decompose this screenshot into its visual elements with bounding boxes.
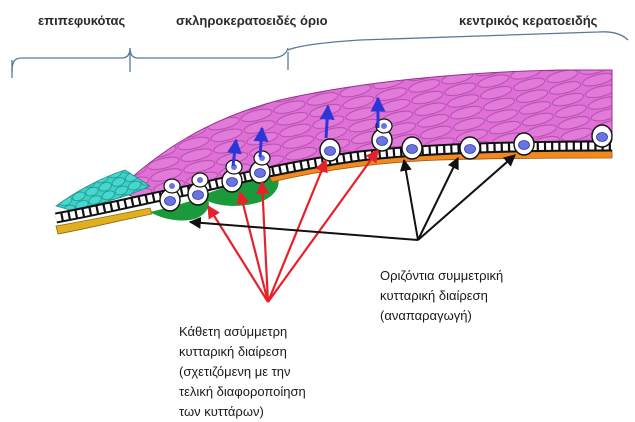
- daughter-nucleus: [381, 123, 387, 129]
- cell-nucleus: [377, 137, 388, 146]
- stem-cell: [460, 137, 480, 159]
- cell-nucleus: [465, 145, 476, 154]
- cell-nucleus: [407, 145, 418, 154]
- caption-line: Κάθετη ασύμμετρη: [179, 322, 306, 342]
- caption-line: τελική διαφοροποίηση: [179, 382, 306, 402]
- cell-nucleus: [165, 197, 176, 206]
- cell-nucleus: [325, 147, 336, 156]
- black-arrow: [404, 160, 418, 240]
- caption-line: κυτταρική διαίρεση: [179, 342, 306, 362]
- cell-nucleus: [597, 133, 608, 142]
- caption-line: Οριζόντια συμμετρική: [380, 266, 503, 286]
- limbus-label: σκληροκερατοειδές όριο: [176, 13, 328, 28]
- conjunctiva-label: επιπεφυκότας: [38, 13, 125, 28]
- cell-nucleus: [255, 169, 266, 178]
- up-arrow: [326, 106, 328, 138]
- limbus-bracket-left: [130, 48, 288, 58]
- bracket-ticks: [12, 52, 288, 78]
- cell-nucleus: [193, 191, 204, 200]
- black-arrow: [418, 158, 458, 240]
- daughter-nucleus: [169, 183, 175, 189]
- red-arrow: [208, 206, 268, 302]
- cornea-label: κεντρικός κερατοειδής: [459, 13, 597, 28]
- stem-cell: [320, 139, 340, 161]
- up-arrow: [260, 128, 262, 157]
- caption-line: (σχετιζόμενη με την: [179, 362, 306, 382]
- vertical-division-caption: Κάθετη ασύμμετρη κυτταρική διαίρεση (σχε…: [179, 322, 306, 422]
- stem-cell: [514, 133, 534, 155]
- caption-line: κυτταρική διαίρεση: [380, 286, 503, 306]
- cell-nucleus: [519, 141, 530, 150]
- caption-line: (αναπαραγωγή): [380, 306, 503, 326]
- cornea-bracket: [288, 32, 628, 50]
- conjunctiva-bracket-left: [12, 48, 130, 72]
- daughter-nucleus: [197, 177, 203, 183]
- cell-nucleus: [227, 178, 238, 187]
- stem-cell: [402, 137, 422, 159]
- stem-cell: [592, 125, 612, 147]
- caption-line: των κυττάρων): [179, 402, 306, 422]
- horizontal-division-caption: Οριζόντια συμμετρική κυτταρική διαίρεση …: [380, 266, 503, 326]
- black-arrow: [418, 155, 515, 240]
